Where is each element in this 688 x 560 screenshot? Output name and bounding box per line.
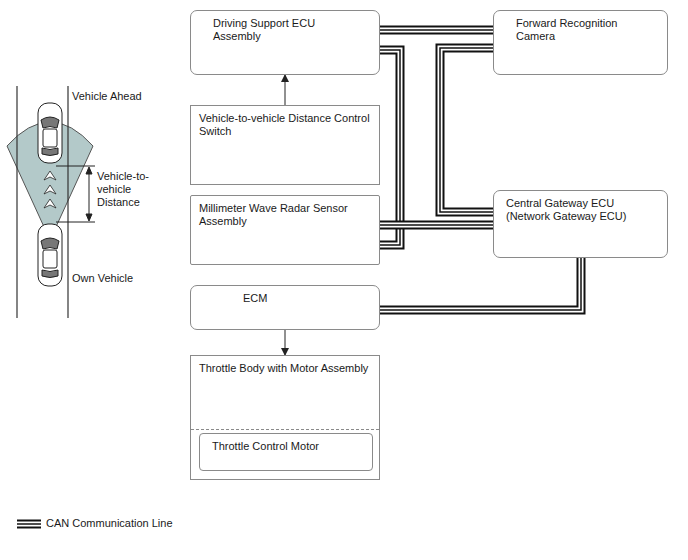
can-bus-line [440, 48, 493, 212]
legend-swatch [17, 518, 41, 530]
can-bus-line [380, 30, 493, 31]
component-name: Throttle Body with Motor Assembly [199, 362, 369, 375]
component-box: Vehicle-to-vehicle Distance Control Swit… [190, 105, 380, 185]
signal-arrow [285, 75, 286, 105]
road-line [67, 86, 68, 318]
can-bus-line [380, 50, 400, 245]
component-name: Millimeter Wave Radar Sensor Assembly [199, 202, 371, 228]
component-name: Throttle Control Motor [212, 440, 362, 453]
distance-dimension [56, 166, 95, 222]
legend-text: CAN Communication Line [46, 517, 173, 530]
vehicle-ahead [38, 103, 62, 163]
illustration-label: Vehicle Ahead [72, 90, 142, 103]
component-name: Forward Recognition Camera [516, 17, 641, 43]
can-bus-line [380, 258, 581, 310]
component-name: Central Gateway ECU (Network Gateway ECU… [506, 197, 661, 223]
signal-arrow [285, 330, 286, 355]
component-box: Driving Support ECU Assembly [190, 10, 380, 75]
component-box: Forward Recognition Camera [493, 10, 668, 75]
distance-chevrons [44, 171, 56, 208]
component-box: Central Gateway ECU (Network Gateway ECU… [493, 190, 668, 258]
component-name: ECM [243, 292, 363, 305]
dashed-divider [191, 429, 379, 430]
component-box: Millimeter Wave Radar Sensor Assembly [190, 195, 380, 265]
own-vehicle [38, 224, 62, 286]
component-box: Throttle Body with Motor AssemblyThrottl… [190, 355, 380, 480]
component-box: ECM [190, 285, 380, 330]
road-line [16, 86, 17, 318]
illustration-label: Vehicle-to-vehicle Distance [97, 170, 159, 209]
illustration-label: Own Vehicle [72, 272, 133, 285]
can-bus-line [380, 225, 493, 226]
component-box: Throttle Control Motor [199, 433, 373, 471]
component-name: Vehicle-to-vehicle Distance Control Swit… [199, 112, 371, 138]
component-name: Driving Support ECU Assembly [213, 17, 343, 43]
